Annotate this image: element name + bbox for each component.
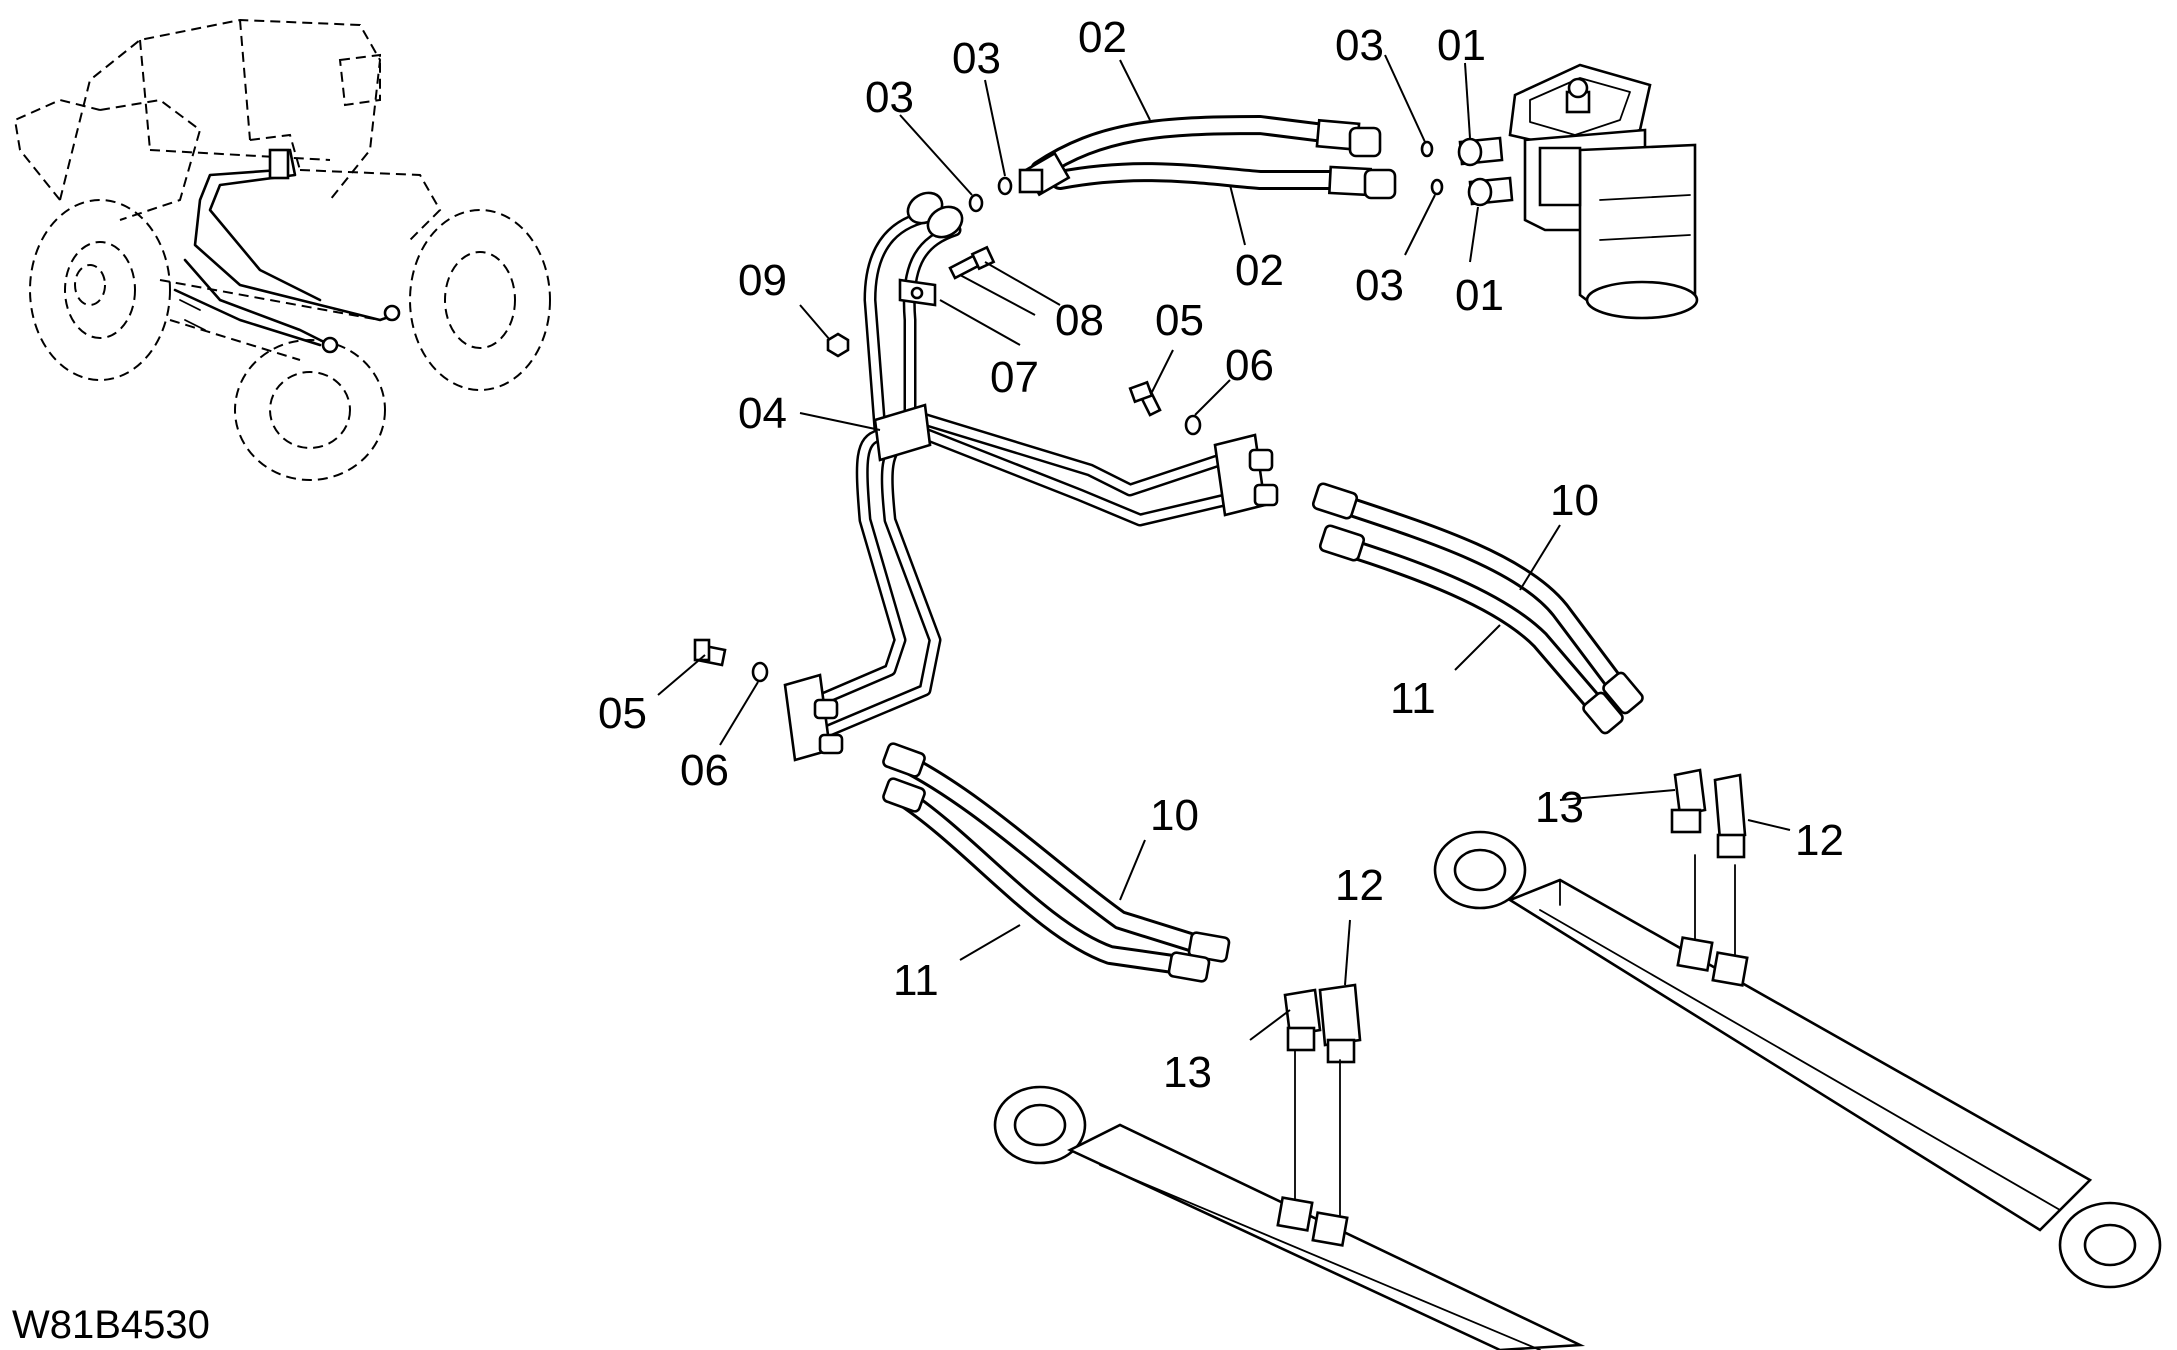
fitting-01-upper	[1457, 136, 1504, 167]
block-right	[1213, 433, 1279, 517]
callout-11-left: 11	[893, 956, 939, 1005]
hoses-right	[1311, 482, 1644, 735]
nut-09	[826, 332, 850, 358]
hoses-left	[882, 742, 1231, 983]
callout-13-right: 13	[1535, 783, 1584, 832]
callout-09: 09	[738, 256, 787, 305]
callout-10-right: 10	[1550, 476, 1599, 525]
drawing-code: W81B4530	[12, 1303, 210, 1347]
block-left	[783, 673, 844, 762]
bolt-05-right	[1128, 380, 1162, 417]
callout-03-a: 03	[1335, 21, 1384, 70]
callout-06-left: 06	[680, 746, 729, 795]
callout-03-c: 03	[952, 34, 1001, 83]
callouts: 01 01 02 02 03 03 03 03 04 05 05 06 06 0…	[598, 13, 1844, 1097]
steering-unit	[1508, 63, 1699, 320]
callout-03-d: 03	[865, 73, 914, 122]
o-ring-03-c	[997, 176, 1013, 196]
bolt-08	[948, 245, 996, 280]
cylinder-right	[1433, 830, 2162, 1289]
callout-01-lower: 01	[1455, 271, 1504, 320]
callout-08: 08	[1055, 296, 1104, 345]
cylinder-left	[993, 1049, 1586, 1350]
callout-12-right: 12	[1795, 816, 1844, 865]
o-ring-03-b	[1430, 178, 1444, 196]
callout-01-upper: 01	[1437, 21, 1486, 70]
callout-05-left: 05	[598, 689, 647, 738]
steel-pipes	[813, 191, 1232, 737]
callout-13-left: 13	[1163, 1048, 1212, 1097]
callout-12-left: 12	[1335, 861, 1384, 910]
o-ring-03-d	[968, 193, 984, 213]
callout-07: 07	[990, 353, 1039, 402]
callout-11-right: 11	[1390, 674, 1436, 723]
o-ring-03-a	[1420, 140, 1434, 158]
elbow-13-left	[1283, 988, 1322, 1052]
washer-06-left	[751, 661, 769, 683]
callout-02-lower: 02	[1235, 246, 1284, 295]
elbow-13-right	[1670, 768, 1707, 834]
callout-04: 04	[738, 389, 787, 438]
bolt-05-left	[693, 638, 727, 667]
hose-02	[1018, 115, 1397, 200]
callout-10-left: 10	[1150, 791, 1199, 840]
leader-lines	[657, 54, 1791, 1041]
callout-03-b: 03	[1355, 261, 1404, 310]
elbow-12-right	[1713, 773, 1747, 859]
callout-06-right: 06	[1225, 341, 1274, 390]
callout-02-upper: 02	[1078, 13, 1127, 62]
elbow-12-left	[1318, 983, 1362, 1064]
fitting-01-lower	[1467, 176, 1514, 207]
tractor-overview	[13, 18, 551, 481]
callout-05-right: 05	[1155, 296, 1204, 345]
washer-06-right	[1184, 414, 1202, 436]
